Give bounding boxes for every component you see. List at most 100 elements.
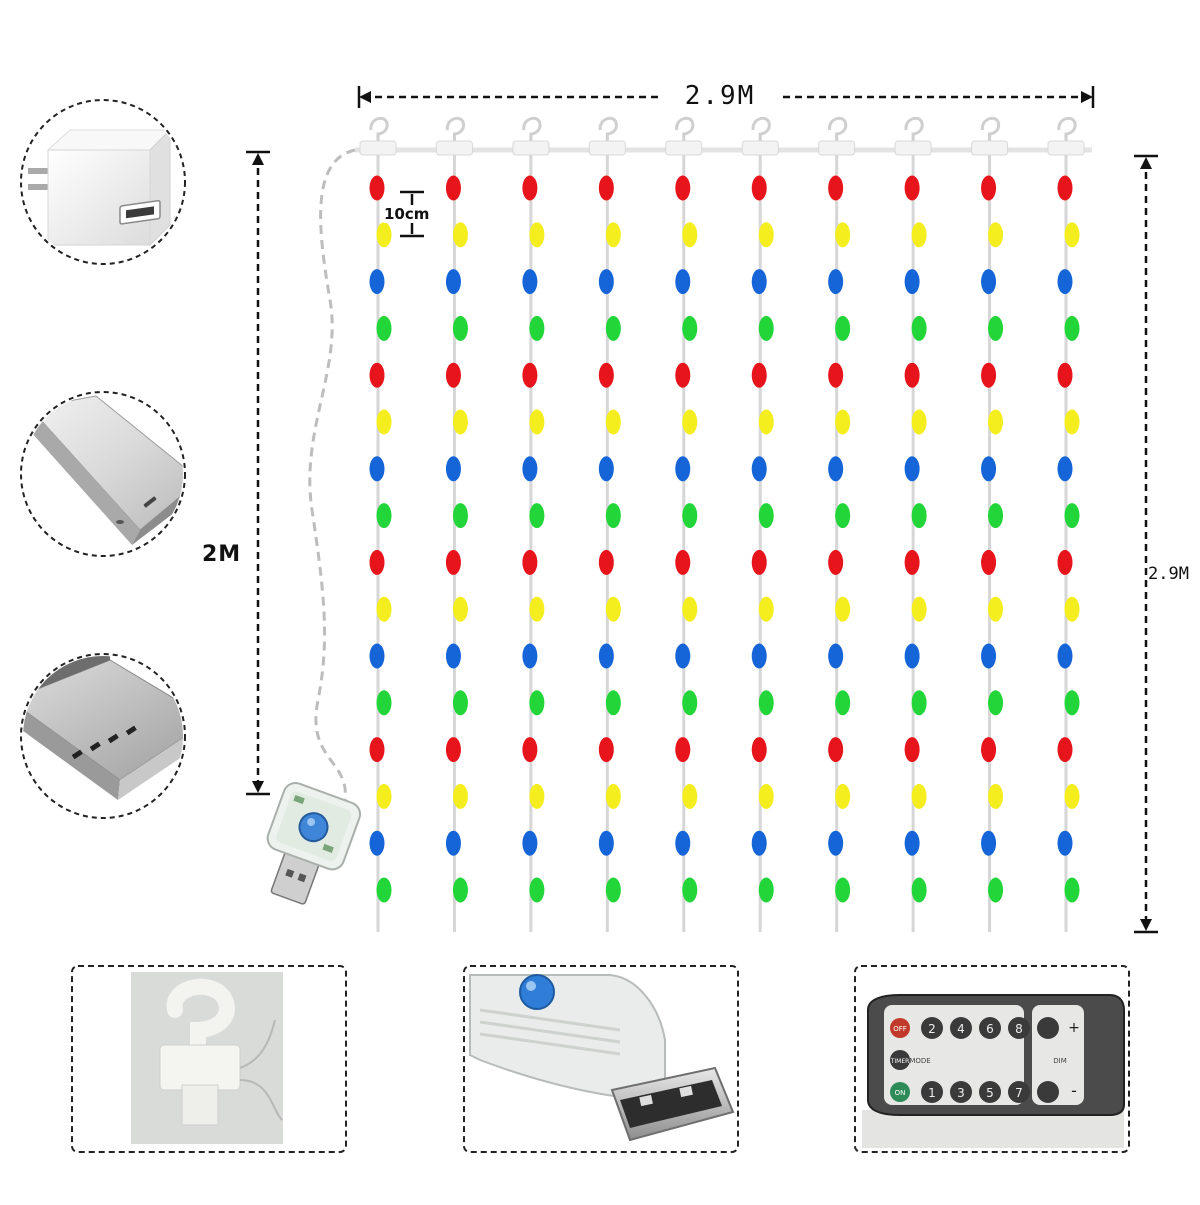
bulb: [675, 549, 691, 575]
bulb: [751, 175, 767, 201]
bulb: [598, 175, 614, 201]
bulb: [522, 362, 538, 388]
hook-icon: [1047, 116, 1085, 156]
bulb: [522, 269, 538, 295]
bulb: [911, 222, 927, 248]
bulb: [828, 175, 844, 201]
bulb: [598, 549, 614, 575]
bulb: [981, 362, 997, 388]
bulb: [452, 315, 468, 341]
remote-key-label: 2: [928, 1022, 936, 1036]
bulb: [981, 269, 997, 295]
usb-controller: [266, 782, 362, 905]
hook-icon: [818, 116, 856, 156]
remote-key: [921, 1017, 943, 1039]
hook-detail-box: [71, 965, 347, 1153]
bulb: [988, 222, 1004, 248]
bulb: [911, 315, 927, 341]
bulb: [376, 596, 392, 622]
remote-key: [950, 1081, 972, 1103]
bulb: [904, 456, 920, 482]
bulb: [751, 643, 767, 669]
bulb: [605, 690, 621, 716]
bulb: [452, 409, 468, 435]
bulb: [1057, 643, 1073, 669]
bulb: [522, 830, 538, 856]
bulb: [988, 596, 1004, 622]
bulb: [376, 503, 392, 529]
remote-key-label: 7: [1015, 1086, 1023, 1100]
remote-key: [950, 1017, 972, 1039]
bulb: [605, 783, 621, 809]
bulb: [522, 175, 538, 201]
light-strand: [675, 155, 698, 932]
bulb: [1064, 222, 1080, 248]
bulb: [598, 456, 614, 482]
bulb: [835, 783, 851, 809]
bulb: [369, 737, 385, 763]
bulb: [682, 315, 698, 341]
bulb: [988, 690, 1004, 716]
bulb: [988, 877, 1004, 903]
bulb: [445, 737, 461, 763]
bulb: [376, 690, 392, 716]
bulb: [675, 362, 691, 388]
bulb: [911, 503, 927, 529]
remote-label: OFF: [893, 1025, 907, 1033]
bulb: [682, 222, 698, 248]
bulb: [751, 269, 767, 295]
remote-label: -: [1071, 1081, 1077, 1100]
bulb: [981, 549, 997, 575]
bulb: [1064, 877, 1080, 903]
bulb: [1057, 456, 1073, 482]
bulb: [529, 783, 545, 809]
bulb: [835, 222, 851, 248]
bulb: [988, 315, 1004, 341]
bulb: [529, 877, 545, 903]
remote-label: DIM: [1053, 1057, 1067, 1065]
top-wire: [355, 116, 1092, 156]
bulb: [751, 456, 767, 482]
bulb: [369, 269, 385, 295]
bulb: [758, 503, 774, 529]
bulb: [1064, 409, 1080, 435]
laptop-circle: [20, 653, 186, 819]
bulb: [911, 596, 927, 622]
light-strand: [751, 155, 774, 932]
bulb: [758, 877, 774, 903]
wall-adapter-circle: [20, 99, 186, 265]
bulb: [682, 690, 698, 716]
bulb: [835, 596, 851, 622]
bulb: [758, 222, 774, 248]
bulb: [522, 456, 538, 482]
bulb: [452, 877, 468, 903]
bulb: [751, 362, 767, 388]
bulb: [598, 643, 614, 669]
light-strand: [598, 155, 621, 932]
bulb: [452, 596, 468, 622]
bulb: [911, 690, 927, 716]
light-strand: [981, 155, 1004, 932]
bulb: [828, 737, 844, 763]
bulb: [598, 830, 614, 856]
bulb: [529, 690, 545, 716]
bulb: [904, 175, 920, 201]
bulb: [988, 409, 1004, 435]
remote-key-label: 8: [1015, 1022, 1023, 1036]
power-bank-circle: [20, 391, 186, 557]
bulb: [376, 877, 392, 903]
bulb: [1064, 503, 1080, 529]
bulb: [758, 596, 774, 622]
usb-detail-box: [463, 965, 739, 1153]
drop-dimension: [1134, 154, 1158, 934]
wall-adapter: [28, 128, 172, 247]
remote-key: [921, 1081, 943, 1103]
remote-key: [979, 1017, 1001, 1039]
bulb: [376, 783, 392, 809]
bulb: [369, 830, 385, 856]
hook: [159, 978, 283, 1126]
hook-icon: [588, 116, 626, 156]
remote-key: [1008, 1081, 1030, 1103]
